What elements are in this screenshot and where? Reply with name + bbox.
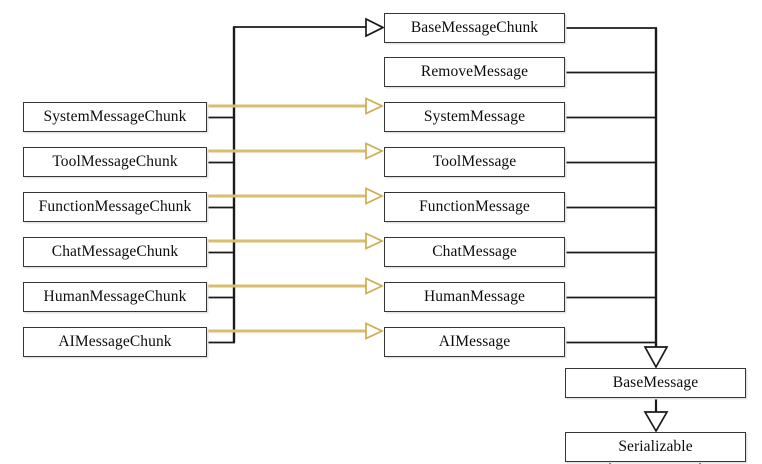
realization-arrowhead-function bbox=[365, 187, 385, 205]
realization-arrowhead-tool bbox=[365, 142, 385, 160]
class-box-function-message-chunk[interactable]: FunctionMessageChunk bbox=[23, 192, 207, 222]
class-label: Serializable bbox=[618, 438, 693, 456]
class-box-ai-message-chunk[interactable]: AIMessageChunk bbox=[23, 327, 207, 357]
class-label: ChatMessageChunk bbox=[51, 243, 179, 261]
inheritance-arrowhead-base-message bbox=[643, 346, 669, 369]
inheritance-arrowhead-serializable bbox=[643, 411, 669, 433]
class-label: HumanMessageChunk bbox=[43, 288, 187, 306]
class-box-serializable[interactable]: Serializable bbox=[565, 432, 746, 462]
class-label: AIMessage bbox=[438, 333, 511, 351]
class-box-base-message[interactable]: BaseMessage bbox=[565, 368, 746, 398]
class-box-system-message-chunk[interactable]: SystemMessageChunk bbox=[23, 102, 207, 132]
class-box-base-message-chunk[interactable]: BaseMessageChunk bbox=[384, 13, 565, 43]
class-label: ChatMessage bbox=[432, 243, 517, 261]
inheritance-arrowhead-basechunk bbox=[365, 17, 385, 38]
class-label: SystemMessage bbox=[423, 108, 526, 126]
realization-arrowhead-ai bbox=[365, 322, 385, 340]
class-box-chat-message-chunk[interactable]: ChatMessageChunk bbox=[23, 237, 207, 267]
class-box-function-message[interactable]: FunctionMessage bbox=[384, 192, 565, 222]
class-box-human-message-chunk[interactable]: HumanMessageChunk bbox=[23, 282, 207, 312]
edge-group-realization bbox=[206, 97, 385, 340]
class-label: SystemMessageChunk bbox=[43, 108, 187, 126]
class-label: BaseMessage bbox=[612, 374, 699, 392]
class-label: RemoveMessage bbox=[420, 63, 529, 81]
class-label: FunctionMessage bbox=[419, 198, 530, 216]
class-box-tool-message-chunk[interactable]: ToolMessageChunk bbox=[23, 147, 207, 177]
class-label: HumanMessage bbox=[423, 288, 526, 306]
class-box-human-message[interactable]: HumanMessage bbox=[384, 282, 565, 312]
class-label: ToolMessage bbox=[432, 153, 517, 171]
edge-group-serializable bbox=[643, 398, 669, 433]
edge-group-chunk-inheritance bbox=[206, 17, 385, 344]
class-label: BaseMessageChunk bbox=[410, 19, 539, 37]
edge-group-message-inheritance bbox=[564, 27, 669, 369]
class-label: ToolMessageChunk bbox=[52, 153, 178, 171]
realization-arrowhead-chat bbox=[365, 232, 385, 250]
class-label: AIMessageChunk bbox=[58, 333, 172, 351]
class-label: FunctionMessageChunk bbox=[38, 198, 192, 216]
realization-arrowhead-human bbox=[365, 277, 385, 295]
class-box-system-message[interactable]: SystemMessage bbox=[384, 102, 565, 132]
realization-arrowhead-system bbox=[365, 97, 385, 115]
class-box-tool-message[interactable]: ToolMessage bbox=[384, 147, 565, 177]
class-box-remove-message[interactable]: RemoveMessage bbox=[384, 57, 565, 87]
class-box-ai-message[interactable]: AIMessage bbox=[384, 327, 565, 357]
class-box-chat-message[interactable]: ChatMessage bbox=[384, 237, 565, 267]
